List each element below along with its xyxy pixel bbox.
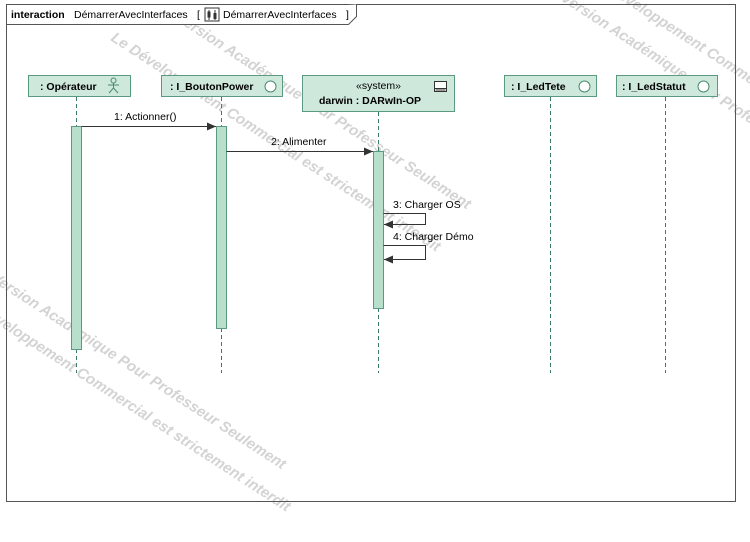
- watermark-line-3: Version Académique Pour Professeur Seule…: [0, 269, 290, 473]
- lifeline-operateur[interactable]: : Opérateur: [28, 75, 131, 97]
- lifeline-ledstatut[interactable]: : I_LedStatut: [616, 75, 718, 97]
- activation-operateur[interactable]: [71, 126, 82, 350]
- interface-circle-icon: [697, 80, 710, 93]
- frame-ref-name: DémarrerAvecInterfaces: [223, 9, 337, 21]
- message-2[interactable]: 2: Alimenter: [226, 136, 374, 156]
- message-label-3: 3: Charger OS: [393, 199, 461, 211]
- activation-bouton[interactable]: [216, 126, 227, 329]
- lifeline-bouton[interactable]: : I_BoutonPower: [161, 75, 283, 97]
- activation-darwin[interactable]: [373, 151, 384, 309]
- message-label-2: 2: Alimenter: [271, 136, 327, 148]
- lifeline-label-bouton: : I_BoutonPower: [170, 81, 253, 93]
- message-label-4: 4: Charger Démo: [393, 231, 474, 243]
- frame-keyword: interaction: [11, 9, 65, 21]
- frame-ref-close: ]: [346, 9, 349, 21]
- message-4[interactable]: 4: Charger Démo: [383, 231, 474, 264]
- lifeline-label-ledstatut: : I_LedStatut: [622, 81, 686, 93]
- frame-ref-open: [: [197, 9, 200, 21]
- frame-name: DémarrerAvecInterfaces: [74, 9, 188, 21]
- system-box-icon: [434, 81, 447, 92]
- interface-circle-icon: [264, 80, 277, 93]
- actor-icon: [108, 77, 119, 94]
- message-1[interactable]: 1: Actionner(): [81, 111, 217, 131]
- message-3[interactable]: 3: Charger OS: [383, 199, 461, 229]
- lifeline-stereotype-darwin: «system»: [356, 80, 401, 92]
- message-label-1: 1: Actionner(): [114, 111, 176, 123]
- interface-circle-icon: [578, 80, 591, 93]
- lifeline-label-darwin: darwin : DARwIn-OP: [319, 95, 421, 107]
- interaction-frame: interaction DémarrerAvecInterfaces [ Dém…: [6, 4, 736, 502]
- lifeline-label-ledtete: : I_LedTete: [511, 81, 566, 93]
- lifeline-darwin[interactable]: «system» darwin : DARwIn-OP: [302, 75, 455, 112]
- lifeline-ledtete[interactable]: : I_LedTete: [504, 75, 597, 97]
- activation-bars: [71, 126, 384, 350]
- sequence-diagram-icon: [204, 7, 220, 22]
- watermark-line-4: Le Développement Commercial est strictem…: [0, 289, 294, 516]
- lifeline-label-operateur: : Opérateur: [40, 81, 97, 93]
